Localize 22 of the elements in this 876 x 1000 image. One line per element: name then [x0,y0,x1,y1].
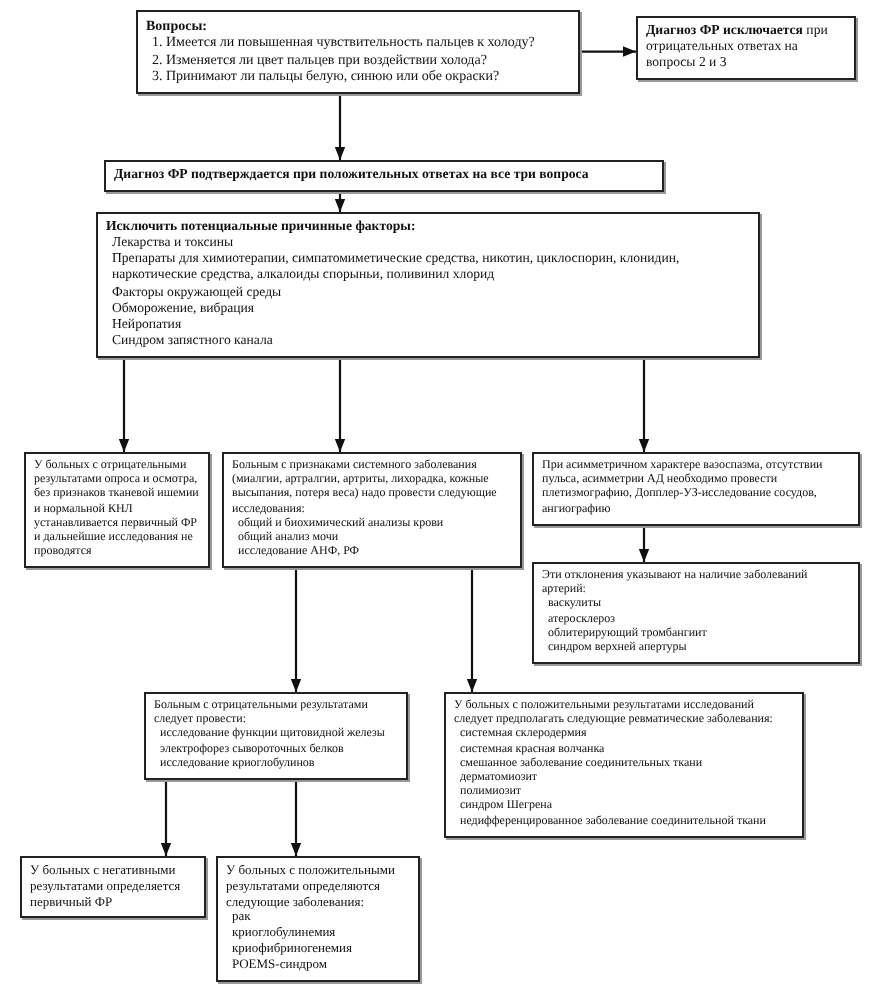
arrow [580,46,636,57]
process-box [104,160,664,193]
arrow [334,192,346,212]
arrow [638,358,650,452]
process-box [444,692,804,838]
arrow [118,358,130,452]
arrow [334,358,346,452]
process-box [222,452,522,569]
process-box [136,10,580,94]
arrow [466,568,478,692]
arrow [290,779,302,856]
arrow [334,93,346,160]
process-box [96,212,760,359]
arrow [638,525,650,562]
process-box [532,452,860,526]
process-box [144,692,408,780]
process-box [20,856,206,919]
arrow [290,568,302,692]
process-box [216,856,420,982]
arrow [160,779,172,856]
process-box [532,562,860,665]
process-box [636,16,856,81]
